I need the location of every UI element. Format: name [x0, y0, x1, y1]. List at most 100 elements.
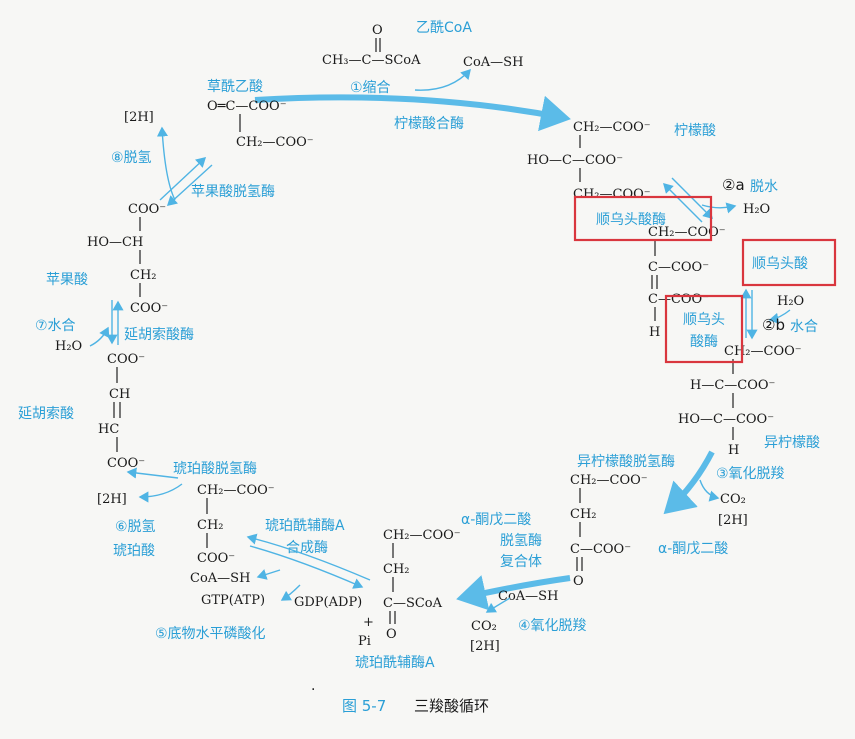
citrate-synthase-arrow	[254, 94, 571, 132]
step5-gtp: GTP(ATP)	[201, 593, 265, 608]
step6-h2-arrow	[138, 483, 183, 503]
step5-gtp-arrow	[280, 584, 301, 601]
acetyl-coa-formula: CH₃—C—SCoA	[322, 53, 421, 68]
succinyl-coa-synthetase-2: 合成酶	[286, 540, 328, 556]
succinyl-coa-line1: CH₂—COO⁻	[383, 528, 461, 543]
aconitate-to-citrate-arrow	[663, 183, 703, 223]
isocitrate-to-akg-arrow	[663, 450, 715, 515]
citrate-line3: CH₂—COO⁻	[573, 187, 651, 202]
step3-h2: [2H]	[718, 513, 748, 528]
step5-coa: CoA—SH	[190, 571, 250, 586]
isocitrate-line1: CH₂—COO⁻	[724, 344, 802, 359]
citrate-label: 柠檬酸	[674, 123, 716, 139]
cis-aconitate-h: H	[649, 325, 660, 340]
coa-sh-out: CoA—SH	[463, 55, 523, 70]
step5-coa-arrow	[256, 569, 281, 580]
caption-dot: ·	[311, 682, 315, 698]
akgdh-3: 复合体	[500, 553, 542, 570]
oxaloacetate-to-malate-arrow	[166, 164, 213, 206]
step2a-num: ②a	[722, 176, 745, 194]
step5-plus: +	[363, 615, 374, 630]
malate-line4: COO⁻	[130, 301, 168, 316]
caption-number: 图 5-7	[342, 697, 386, 715]
enzyme-citrate-synthase: 柠檬酸合酶	[394, 116, 464, 132]
coa-release-arrow	[414, 68, 471, 91]
step1-condensation: ①缩合	[350, 80, 391, 96]
highlight-box-aconitase-2	[664, 294, 744, 364]
fumarate-label: 延胡索酸	[18, 405, 74, 422]
succinyl-coa-synthetase-1: 琥珀酰辅酶A	[265, 518, 345, 534]
oxaloacetate-line2: CH₂—COO⁻	[236, 135, 314, 150]
isocitrate-label: 异柠檬酸	[764, 435, 820, 451]
cis-aconitate-label: 顺乌头酸	[752, 256, 808, 272]
succinate-to-fumarate-arrow	[126, 467, 179, 479]
isocitrate-h: H	[728, 443, 739, 458]
succinyl-coa-line2: CH₂	[383, 562, 410, 577]
fumarate-line2: CH	[109, 387, 130, 402]
succinyl-coa-o: O	[386, 627, 397, 642]
step2b-hydration: 水合	[790, 319, 818, 335]
step2a-water: H₂O	[743, 202, 770, 217]
akgdh-2: 脱氢酶	[500, 533, 542, 549]
step2b-water-arrow	[768, 309, 791, 324]
succinyl-coa-to-succinate-arrow	[246, 533, 371, 581]
step3-co2: CO₂	[720, 492, 746, 507]
isocitrate-line2: H—C—COO⁻	[690, 378, 775, 393]
malate-label: 苹果酸	[46, 272, 88, 288]
step7-water: H₂O	[55, 339, 82, 354]
malate-line2: HO—CH	[87, 235, 143, 250]
akg-line1: CH₂—COO⁻	[570, 473, 648, 488]
akg-to-succinyl-coa-arrow	[456, 575, 571, 611]
malate-line3: CH₂	[130, 268, 157, 283]
aconitase-1-label: 顺乌头酸酶	[596, 212, 666, 228]
step2b-water: H₂O	[777, 294, 804, 309]
malate-to-oxaloacetate-arrow	[159, 157, 207, 201]
step2a-water-arrow	[701, 202, 737, 214]
step3-oxidative-decarboxylation: ③氧化脱羧	[716, 466, 785, 482]
acetyl-coa-o: O	[372, 23, 383, 38]
step8-dehydrogenation: ⑧脱氢	[111, 150, 152, 166]
succinyl-coa-label: 琥珀酰辅酶A	[355, 655, 435, 671]
fumarate-line1: COO⁻	[107, 352, 145, 367]
caption-title: 三羧酸循环	[414, 697, 489, 715]
step5-pi: Pi	[358, 634, 371, 649]
isocitrate-line3: HO—C—COO⁻	[678, 412, 774, 427]
citrate-line1: CH₂—COO⁻	[573, 120, 651, 135]
step8-h2: [2H]	[124, 110, 154, 125]
step2b-num: ②b	[762, 316, 785, 334]
succinate-line2: CH₂	[197, 518, 224, 533]
cis-aconitate-line3: C—COO⁻	[648, 292, 709, 307]
akg-line3: C—COO⁻	[570, 542, 631, 557]
step2a-dehydration: 脱水	[750, 179, 778, 195]
step7-water-arrow	[89, 326, 110, 347]
citrate-line2: HO—C—COO⁻	[527, 153, 623, 168]
step6-h2: [2H]	[97, 492, 127, 507]
step4-co2: CO₂	[471, 619, 497, 634]
malate-dehydrogenase: 苹果酸脱氢酶	[191, 184, 275, 200]
aconitase-2-label-2: 酸酶	[690, 334, 718, 350]
succinate-line1: CH₂—COO⁻	[197, 483, 275, 498]
akgdh-1: α-酮戊二酸	[461, 512, 531, 528]
oxaloacetate-label: 草酰乙酸	[207, 79, 263, 95]
highlight-box-cis-aconitate	[741, 238, 837, 287]
succinate-to-succinyl-coa-arrow	[249, 545, 364, 589]
step5-substrate-phosphorylation: ⑤底物水平磷酸化	[155, 626, 266, 642]
akg-line2: CH₂	[570, 507, 597, 522]
cis-aconitate-line2: C—COO⁻	[648, 260, 709, 275]
succinate-label: 琥珀酸	[113, 543, 155, 559]
step4-h2: [2H]	[470, 639, 500, 654]
succinate-dehydrogenase: 琥珀酸脱氢酶	[173, 461, 257, 477]
isocitrate-dehydrogenase: 异柠檬酸脱氢酶	[577, 454, 675, 470]
malate-line1: COO⁻	[128, 202, 166, 217]
cis-aconitate-line1: CH₂—COO⁻	[648, 225, 726, 240]
step4-oxidative-decarboxylation: ④氧化脱羧	[518, 618, 587, 634]
step5-gdp: GDP(ADP)	[294, 595, 362, 610]
step7-hydration: ⑦水合	[35, 318, 76, 334]
fumarate-line3: HC	[98, 422, 119, 437]
step4-coa: CoA—SH	[498, 589, 558, 604]
succinate-line3: COO⁻	[197, 551, 235, 566]
highlight-box-aconitase-1	[573, 195, 713, 242]
step4-co2-arrow	[485, 597, 511, 613]
